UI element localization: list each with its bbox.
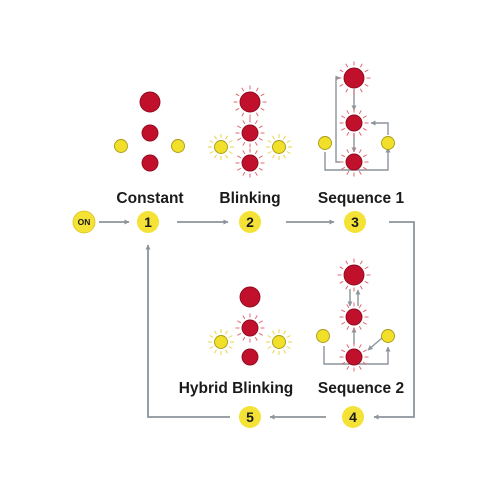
hybrid-red-light-low [241,348,259,366]
sequence-1-red-light-large [337,61,371,95]
mode-number-4: 4 [349,409,357,425]
sequence-1-yellow-light-right [381,136,395,150]
mode-number-5: 5 [246,409,254,425]
mode-label-blinking: Blinking [219,190,280,207]
arrow-5-to-1 [145,244,230,418]
hybrid-yellow-light-left [208,329,234,355]
hybrid-red-light-mid [235,313,265,343]
constant-yellow-light-right [171,139,185,153]
mode-badge-1: 1 [137,211,159,233]
constant-yellow-light-left [114,139,128,153]
mode-badge-5: 5 [239,406,261,428]
on-badge-label: ON [78,217,91,227]
mode-label-constant: Constant [116,190,183,207]
mode-label-hybrid-blinking: Hybrid Blinking [179,380,294,397]
constant-red-light-mid [141,124,159,142]
sequence-1-red-light-low [339,147,369,177]
sequence-1-yellow-light-left [318,136,332,150]
hybrid-yellow-light-right [266,329,292,355]
sequence-2-red-light-mid [339,302,369,332]
mode-label-sequence-2: Sequence 2 [318,380,404,397]
sequence-2-red-light-low [339,342,369,372]
constant-red-light-large [139,91,161,113]
mode-badge-4: 4 [342,406,364,428]
mode-flow-arrows [99,219,415,420]
mode-number-2: 2 [246,214,254,230]
blinking-red-light-mid [235,118,265,148]
sequence-2-yellow-light-right [381,329,395,343]
mode-label-sequence-1: Sequence 1 [318,190,405,207]
blinking-red-light-low [235,148,265,178]
sequence-2-red-light-large [337,258,371,292]
blinking-yellow-light-left [208,134,234,160]
blinking-yellow-light-right [266,134,292,160]
blinking-red-light-large [233,85,267,119]
light-indicators [114,61,395,372]
sequence-1-red-light-mid [339,108,369,138]
sequence-2-yellow-light-left [316,329,330,343]
mode-number-1: 1 [144,214,152,230]
hybrid-red-light-large [239,286,261,308]
arrow-3-to-4 [373,221,415,420]
mode-badge-2: 2 [239,211,261,233]
on-badge: ON [72,210,96,234]
constant-red-light-low [141,154,159,172]
mode-number-3: 3 [351,214,359,230]
mode-badge-3: 3 [344,211,366,233]
